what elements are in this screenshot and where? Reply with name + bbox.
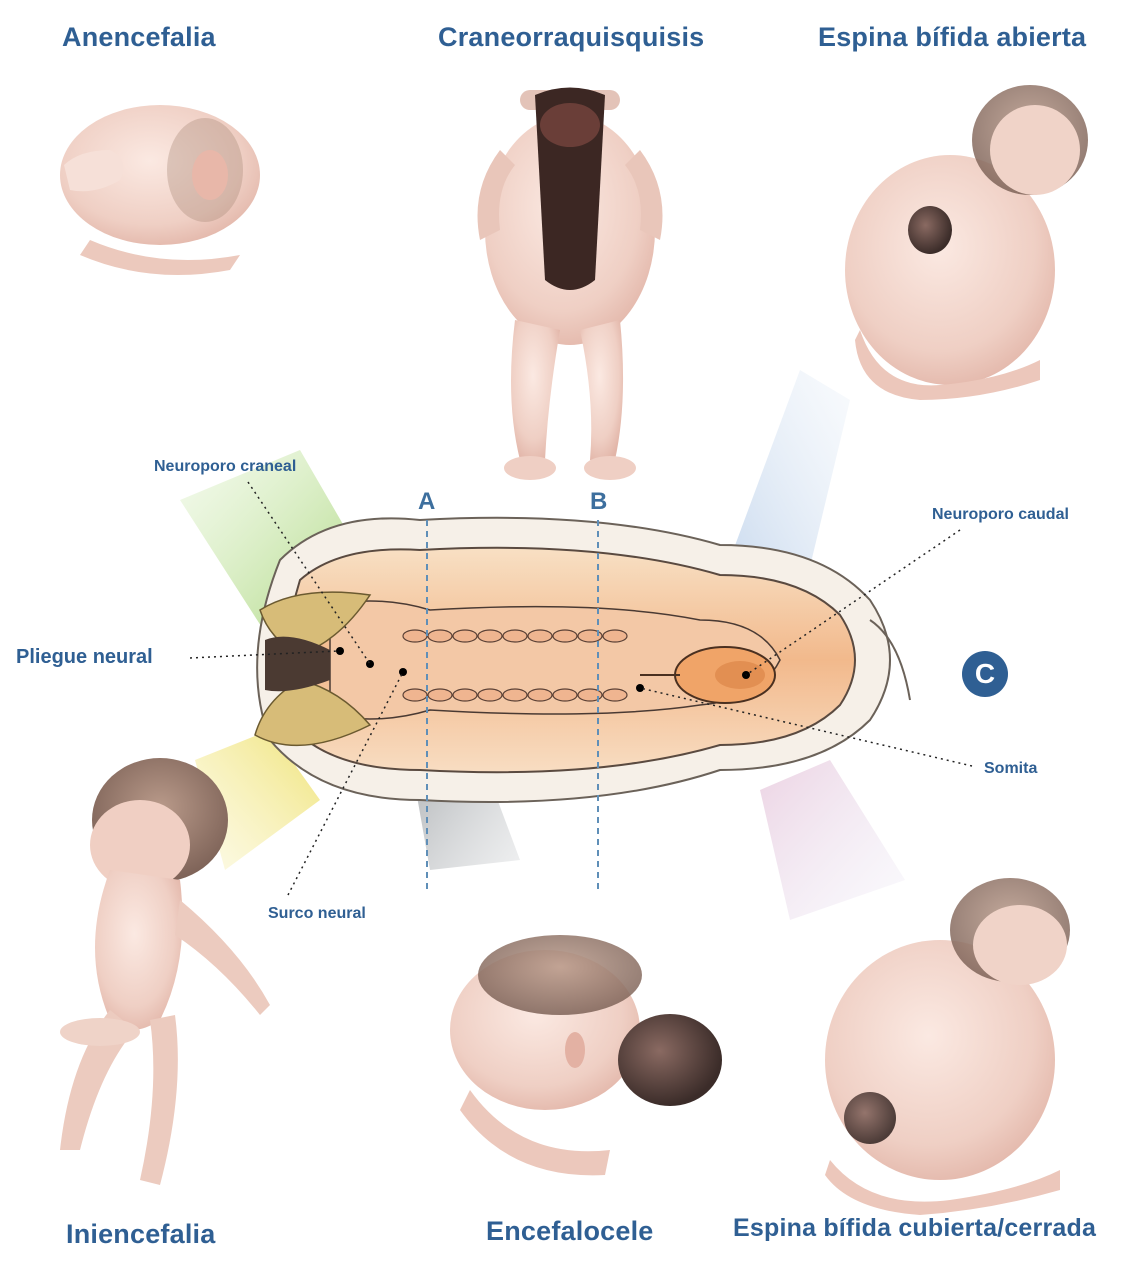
label-cranial-neuropore: Neuroporo craneal — [154, 458, 296, 476]
embryo — [255, 518, 910, 802]
encephalocele-figure — [450, 935, 722, 1175]
closed-spina-bifida-figure — [825, 878, 1070, 1215]
craniorachischisis-figure — [478, 88, 663, 481]
section-marker-a: A — [418, 488, 435, 516]
pink-wedge — [760, 760, 905, 920]
title-iniencephaly: Iniencefalia — [66, 1219, 215, 1250]
label-neural-fold: Pliegue neural — [16, 646, 153, 669]
somites-lower — [403, 689, 627, 701]
anencephaly-figure — [60, 105, 260, 275]
panel-letter-badge: C — [962, 651, 1008, 697]
label-caudal-neuropore: Neuroporo caudal — [932, 506, 1069, 524]
title-encephalocele: Encefalocele — [486, 1216, 654, 1247]
label-neural-groove: Surco neural — [268, 905, 366, 923]
section-marker-b: B — [590, 488, 607, 516]
somites-upper — [403, 630, 627, 642]
title-closed-spina-bifida: Espina bífida cubierta/cerrada — [733, 1214, 1096, 1243]
title-open-spina-bifida: Espina bífida abierta — [818, 22, 1086, 53]
title-craniorachischisis: Craneorraquisquisis — [438, 22, 704, 53]
label-somite: Somita — [984, 760, 1037, 778]
title-anencephaly: Anencefalia — [62, 22, 216, 53]
open-spina-bifida-figure — [845, 85, 1088, 400]
